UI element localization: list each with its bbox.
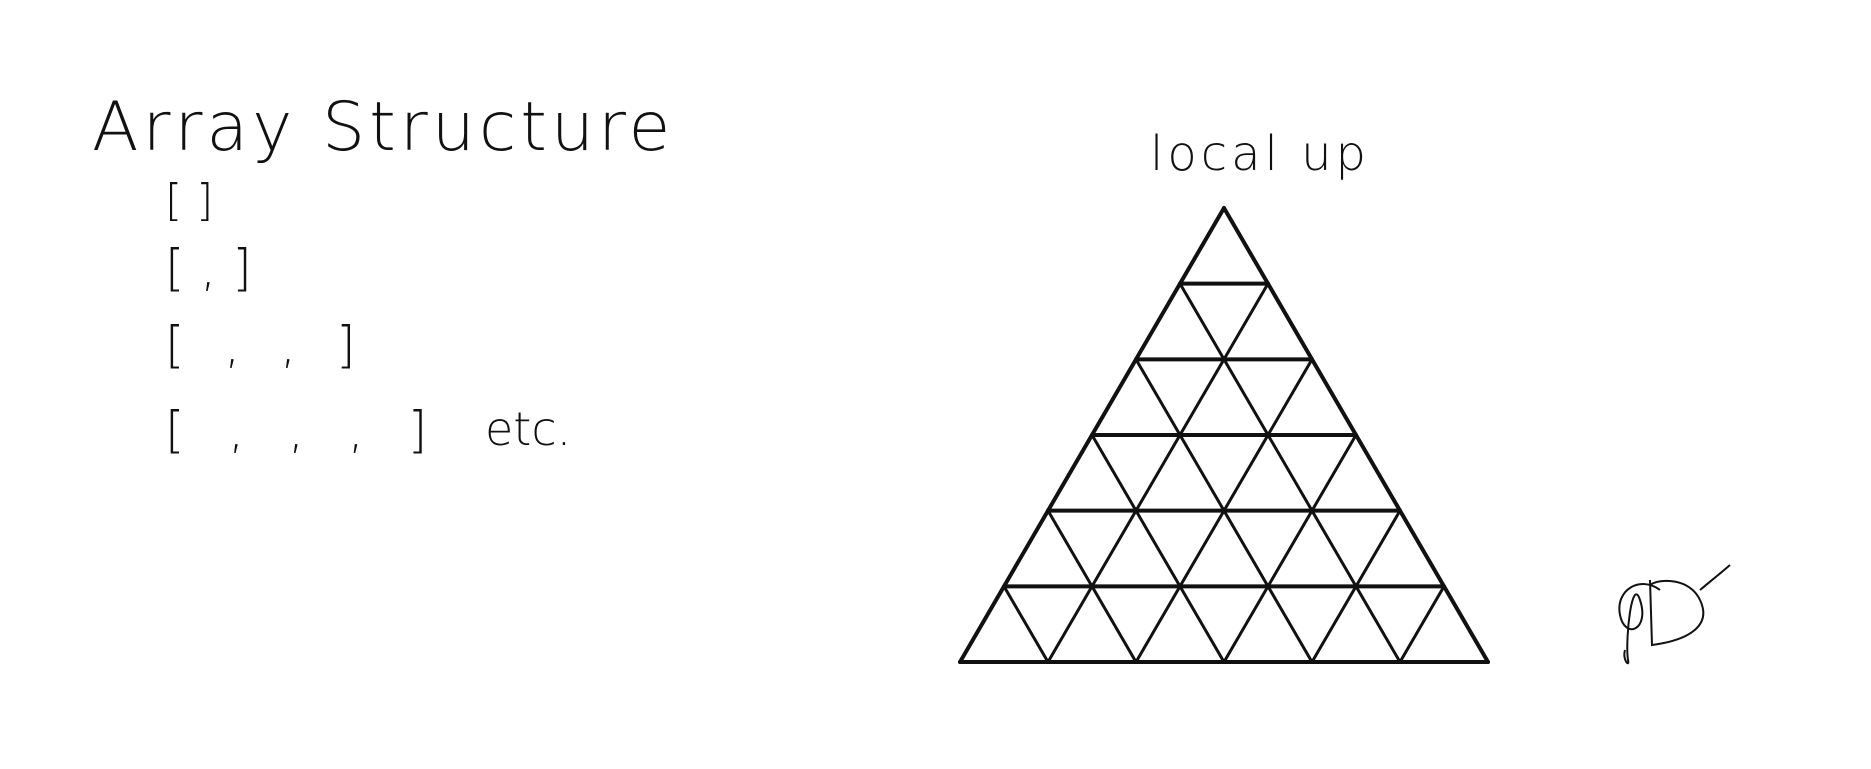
grid-diagonal-down-left (1046, 282, 1270, 664)
grid-diagonal-down-left (1310, 509, 1402, 664)
signature-mark (1618, 564, 1731, 665)
grid-diagonal-down-right (1002, 584, 1050, 664)
array-example-1: [ ] (165, 175, 213, 226)
array-example-3: [ , , ] (165, 316, 367, 374)
title-text: Array Structure (92, 88, 674, 167)
grid-diagonal-down-left (1134, 357, 1314, 664)
etc-label: etc. (485, 402, 571, 456)
triangle-grid (958, 206, 1490, 664)
grid-diagonal-down-left (1398, 584, 1446, 664)
array-example-2: [ , ] (165, 239, 252, 297)
triangle-label: local up (1150, 126, 1370, 182)
grid-diagonal-down-right (1178, 282, 1402, 664)
grid-diagonal-down-right (1090, 433, 1226, 664)
array-example-4: [ , , , ] (165, 401, 441, 459)
grid-diagonal-down-right (1046, 509, 1138, 664)
grid-diagonal-down-left (1222, 433, 1358, 664)
